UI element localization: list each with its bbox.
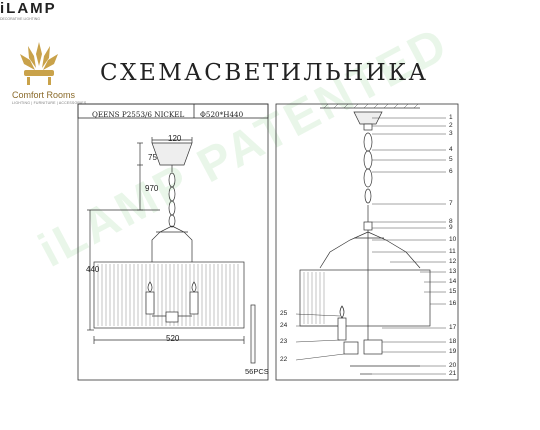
part-number: 23 [280, 338, 288, 345]
part-number: 9 [449, 224, 453, 231]
exploded-view [295, 103, 446, 375]
page-title: СХЕМАСВЕТИЛЬНИКА [100, 60, 429, 86]
size-label: Φ520*H440 [200, 110, 244, 119]
part-number: 15 [449, 288, 457, 295]
part-number: 25 [280, 310, 288, 317]
part-number: 17 [449, 324, 457, 331]
part-number: 4 [449, 146, 453, 153]
part-number: 16 [449, 300, 457, 307]
part-number: 5 [449, 156, 453, 163]
rod-count-label: 56PCS [245, 367, 269, 376]
part-number: 11 [449, 248, 456, 255]
part-number: 12 [449, 258, 457, 265]
part-number: 7 [449, 200, 453, 207]
part-number: 14 [449, 278, 457, 285]
part-number: 21 [449, 370, 457, 377]
comfort-rooms-logo-icon [20, 42, 58, 85]
left-panel [77, 103, 269, 381]
model-label: QEENS P2553/6 NICKEL [92, 110, 185, 119]
dimension-canopy-width: 120 [168, 134, 182, 143]
dimension-body-height: 440 [86, 265, 100, 274]
part-number: 22 [280, 356, 288, 363]
brand-right-name: iLAMP [0, 0, 57, 17]
part-number: 6 [449, 168, 453, 175]
part-number: 8 [449, 218, 453, 225]
brand-right-tagline: DECORATIVE LIGHTING [0, 17, 40, 21]
part-number: 10 [449, 236, 457, 243]
dimension-chain-length: 970 [145, 184, 159, 193]
part-number: 1 [449, 114, 453, 121]
brand-left-name: Comfort Rooms [12, 90, 76, 100]
dimension-canopy-height: 75 [148, 153, 157, 162]
front-view [87, 137, 256, 364]
part-number: 3 [449, 130, 453, 137]
part-number: 18 [449, 338, 457, 345]
brand-left-tagline: LIGHTING | FURNITURE | ACCESSORIES [12, 101, 87, 105]
part-number: 2 [449, 122, 453, 129]
part-number: 19 [449, 348, 457, 355]
part-number: 20 [449, 362, 457, 369]
part-number: 24 [280, 322, 288, 329]
part-number: 13 [449, 268, 457, 275]
right-panel [275, 103, 459, 381]
dimension-diameter: 520 [166, 334, 180, 343]
